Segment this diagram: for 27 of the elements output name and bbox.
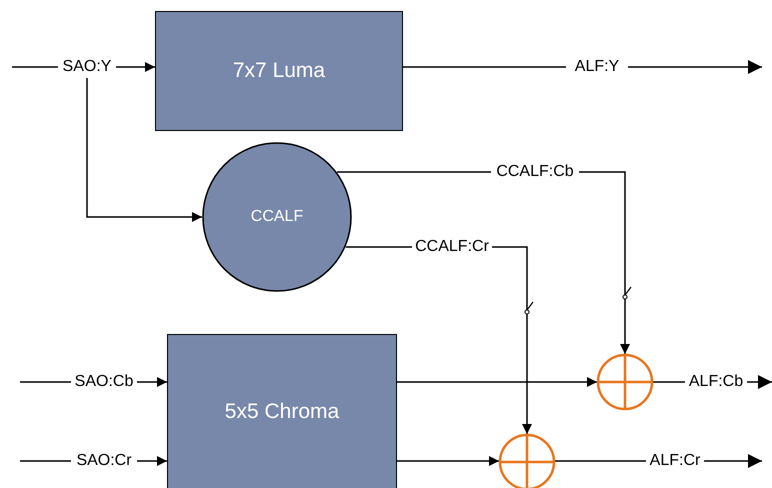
signal-label: CCALF:Cb xyxy=(496,163,574,181)
block-label: CCALF xyxy=(250,208,304,226)
filter-circle xyxy=(202,142,352,292)
signal-label: CCALF:Cr xyxy=(415,238,489,256)
filter-block xyxy=(155,11,403,131)
signal-label: ALF:Cr xyxy=(650,452,700,470)
signal-label: SAO:Cb xyxy=(74,373,134,391)
signal-label: ALF:Y xyxy=(574,58,620,76)
arrow xyxy=(397,456,500,466)
signal-label: ALF:Cb xyxy=(688,373,744,391)
signal-label: SAO:Y xyxy=(62,58,112,76)
adder-symbol xyxy=(597,354,653,410)
signal-label: SAO:Cr xyxy=(76,452,132,470)
arrow xyxy=(628,60,762,74)
arrow xyxy=(747,375,772,389)
adder-symbol xyxy=(499,434,555,488)
arrow xyxy=(492,246,532,434)
arrow xyxy=(86,78,202,222)
arrow xyxy=(397,377,597,387)
block-label: 5x5 Chroma xyxy=(224,400,340,424)
filter-block xyxy=(167,334,397,488)
arrow xyxy=(704,454,762,468)
arrow xyxy=(137,377,167,387)
arrow xyxy=(137,456,167,466)
arrow xyxy=(116,62,155,72)
arrow xyxy=(579,171,630,354)
block-label: 7x7 Luma xyxy=(232,59,326,83)
